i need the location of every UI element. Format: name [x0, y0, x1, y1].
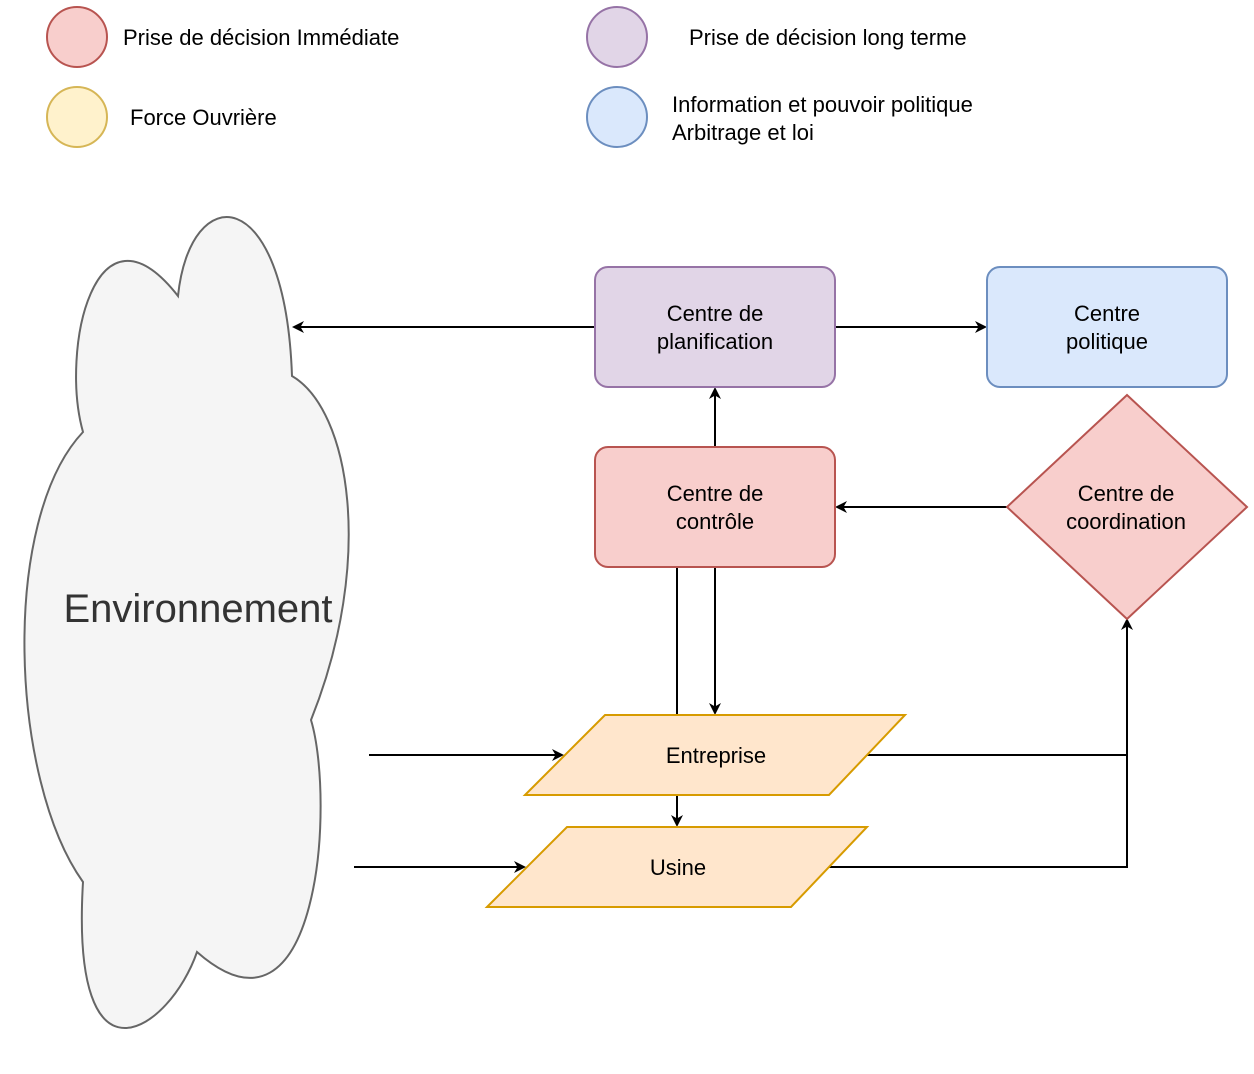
node-planification: Centre de planification — [594, 266, 836, 388]
legend-item-immediate: Prise de décision Immédiate — [46, 6, 399, 68]
node-planification-line1: Centre de — [667, 301, 764, 326]
line-usine-to-coordination — [829, 755, 1128, 868]
environment-label: Environnement — [63, 587, 332, 631]
legend-swatch-long-term — [586, 6, 648, 68]
node-entreprise: Entreprise — [522, 714, 908, 796]
legend-item-long-term: Prise de décision long terme — [586, 6, 967, 68]
legend-label-political-line1: Information et pouvoir politique — [672, 92, 973, 117]
legend-item-workforce: Force Ouvrière — [46, 86, 277, 148]
legend: Prise de décision Immédiate Prise de déc… — [46, 6, 973, 148]
node-politique-line2: politique — [1066, 329, 1148, 354]
environment-cloud: Environnement — [23, 216, 350, 1029]
node-politique: Centre politique — [986, 266, 1228, 388]
legend-item-political: Information et pouvoir politique Arbitra… — [586, 86, 973, 148]
node-usine-label: Usine — [650, 855, 706, 880]
node-controle-line1: Centre de — [667, 481, 764, 506]
node-politique-line1: Centre — [1074, 301, 1140, 326]
arrow-entreprise-to-coordination — [867, 618, 1133, 756]
node-usine: Usine — [484, 826, 870, 908]
legend-label-long-term: Prise de décision long terme — [689, 25, 967, 50]
node-coordination: Centre de coordination — [1005, 393, 1249, 621]
node-coordination-line2: coordination — [1066, 509, 1186, 534]
node-controle: Centre de contrôle — [594, 446, 836, 568]
node-coordination-line1: Centre de — [1078, 481, 1175, 506]
node-coordination-diamond — [1005, 393, 1249, 621]
node-usine-parallelogram — [484, 826, 870, 908]
node-entreprise-label: Entreprise — [666, 743, 766, 768]
node-controle-box — [594, 446, 836, 568]
node-entreprise-parallelogram — [522, 714, 908, 796]
legend-swatch-workforce — [46, 86, 108, 148]
node-politique-box — [986, 266, 1228, 388]
node-planification-box — [594, 266, 836, 388]
node-controle-line2: contrôle — [676, 509, 754, 534]
legend-swatch-immediate — [46, 6, 108, 68]
legend-label-immediate: Prise de décision Immédiate — [123, 25, 399, 50]
environment-cloud-shape — [23, 216, 350, 1029]
legend-label-political-line2: Arbitrage et loi — [672, 120, 814, 145]
legend-label-workforce: Force Ouvrière — [130, 105, 277, 130]
legend-swatch-political — [586, 86, 648, 148]
node-planification-line2: planification — [657, 329, 773, 354]
